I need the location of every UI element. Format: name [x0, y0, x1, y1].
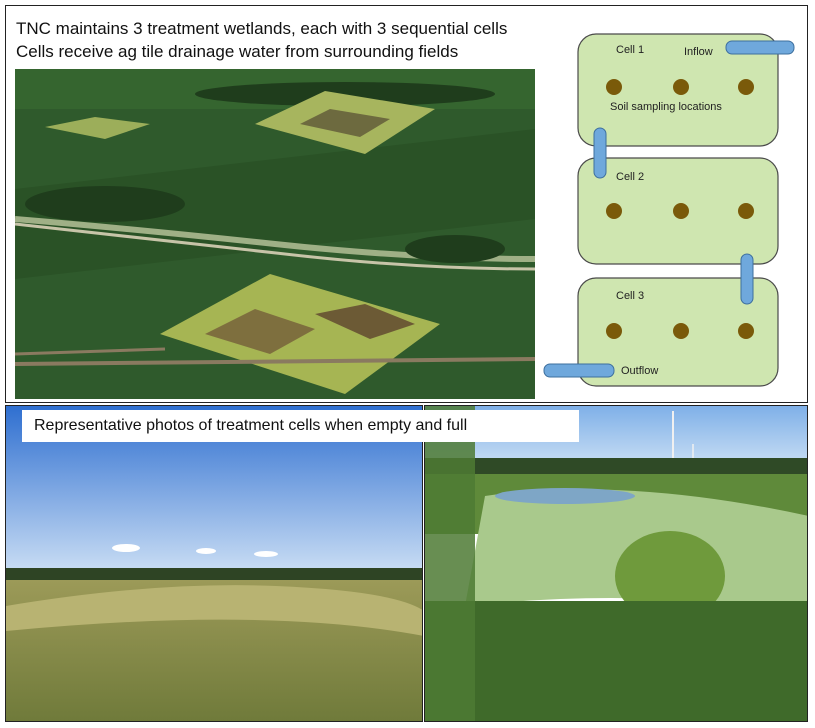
photo-empty-cell	[5, 405, 423, 722]
sampling-dot-cell1-1	[606, 79, 622, 95]
pipe-cell1-to-cell2	[593, 127, 607, 179]
photos-caption: Representative photos of treatment cells…	[22, 410, 579, 442]
sampling-locations-label: Soil sampling locations	[610, 101, 722, 113]
cell-2-label: Cell 2	[616, 171, 644, 183]
sampling-dot-cell2-3	[738, 203, 754, 219]
photo-full-cell	[424, 405, 808, 722]
intro-line-1: TNC maintains 3 treatment wetlands, each…	[16, 19, 508, 38]
sampling-dot-cell3-3	[738, 323, 754, 339]
top-panel: TNC maintains 3 treatment wetlands, each…	[5, 5, 808, 403]
full-cell-image	[425, 406, 807, 721]
wetland-schematic: Cell 1 Cell 2 Cell 3 Inflow Soil samplin…	[543, 33, 795, 387]
cell-1-label: Cell 1	[616, 44, 644, 56]
empty-cell-image	[6, 406, 422, 721]
pipe-cell2-to-cell3	[740, 253, 754, 305]
sampling-dot-cell3-1	[606, 323, 622, 339]
sampling-dot-cell1-3	[738, 79, 754, 95]
intro-line-2: Cells receive ag tile drainage water fro…	[16, 42, 459, 61]
inflow-label: Inflow	[684, 46, 713, 58]
sampling-dot-cell1-2	[673, 79, 689, 95]
outflow-label: Outflow	[621, 365, 658, 377]
sampling-dot-cell2-2	[673, 203, 689, 219]
sampling-dot-cell3-2	[673, 323, 689, 339]
inflow-pipe	[725, 40, 795, 55]
outflow-pipe	[543, 363, 615, 378]
cell-3-label: Cell 3	[616, 290, 644, 302]
sampling-dot-cell2-1	[606, 203, 622, 219]
aerial-photo	[15, 69, 535, 399]
